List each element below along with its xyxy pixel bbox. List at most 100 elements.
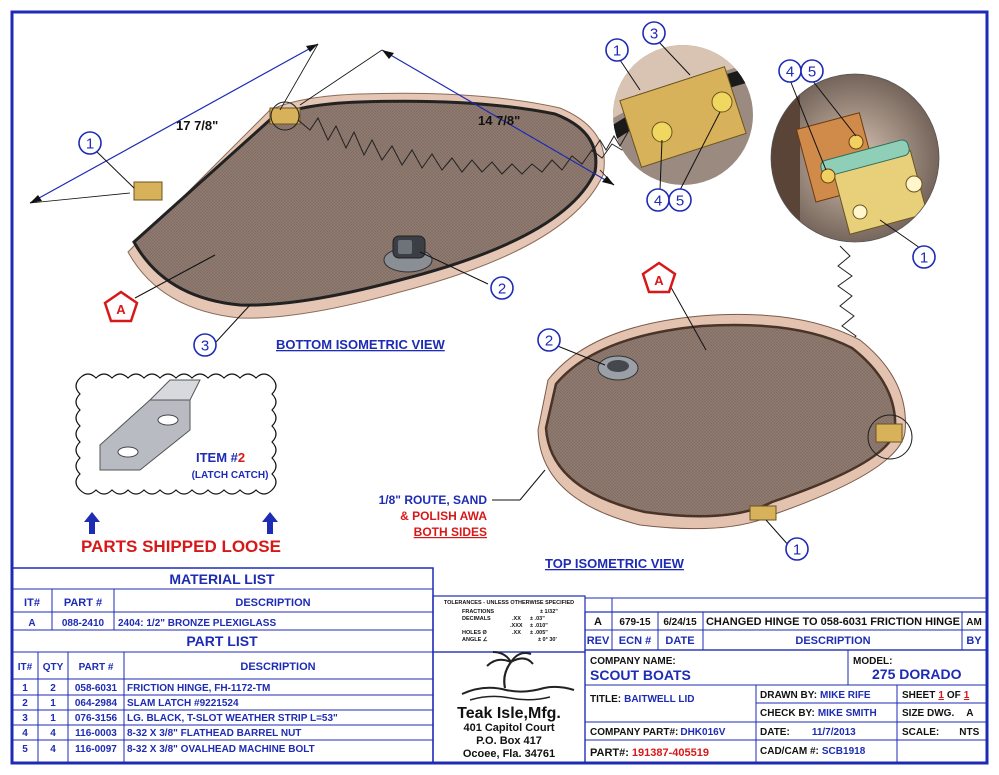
svg-text:AM: AM: [966, 617, 982, 628]
svg-text:1: 1: [613, 43, 621, 60]
svg-text:2: 2: [50, 683, 56, 694]
table-row: 2 1 064-2984 SLAM LATCH #9221524: [22, 698, 239, 709]
bottom-view-label: BOTTOM ISOMETRIC VIEW: [276, 337, 445, 352]
ml-cell: 088-2410: [62, 618, 105, 629]
ml-header-it: IT#: [24, 597, 40, 609]
date: DATE:11/7/2013: [760, 727, 856, 738]
svg-text:HOLES Ø: HOLES Ø: [462, 630, 487, 636]
svg-text:4: 4: [786, 64, 794, 81]
callout-4-detail1: 4: [646, 188, 670, 212]
ml-header-part: PART #: [64, 597, 102, 609]
svg-text:.XXX: .XXX: [510, 623, 523, 629]
model-label: MODEL:: [853, 656, 892, 667]
svg-text:CHANGED HINGE TO 058-6031 FRIC: CHANGED HINGE TO 058-6031 FRICTION HINGE: [706, 616, 960, 628]
parts-shipped-loose-label: PARTS SHIPPED LOOSE: [81, 537, 281, 556]
company-part: COMPANY PART#:DHK016V: [590, 727, 726, 738]
svg-text:116-0003: 116-0003: [75, 728, 117, 739]
callout-2-bottom: 2: [490, 276, 514, 300]
part-list-rows: 1 2 058-6031 FRICTION HINGE, FH-1172-TM …: [22, 683, 338, 755]
company-block: Teak Isle,Mfg. 401 Capitol Court P.O. Bo…: [432, 651, 586, 764]
svg-text:LG. BLACK, T-SLOT WEATHER STRI: LG. BLACK, T-SLOT WEATHER STRIP L=53": [127, 713, 338, 724]
revision-block: A 679-15 6/24/15 CHANGED HINGE TO 058-60…: [584, 597, 988, 651]
tolerances-block: TOLERANCES - UNLESS OTHERWISE SPECIFIED …: [432, 595, 586, 653]
svg-text:REV: REV: [587, 635, 610, 647]
check-by: CHECK BY:MIKE SMITH: [760, 708, 877, 719]
callout-1-top: 1: [785, 537, 809, 561]
bottom-isometric-view: 17 7/8" 14 7/8" 1 2 3 A BOTTOM ISOMETRIC…: [29, 43, 633, 357]
svg-text:064-2984: 064-2984: [75, 698, 118, 709]
table-row: 1 2 058-6031 FRICTION HINGE, FH-1172-TM: [22, 683, 270, 694]
callout-5-detail2: 5: [800, 59, 824, 83]
svg-text:± 1/32": ± 1/32": [540, 609, 558, 615]
callout-3-bottom: 3: [193, 333, 217, 357]
svg-text:A: A: [654, 273, 664, 288]
callout-2-top: 2: [537, 328, 561, 352]
arrow-up-icon: [84, 512, 100, 534]
svg-text:± .03": ± .03": [530, 616, 545, 622]
svg-text:DESCRIPTION: DESCRIPTION: [795, 635, 870, 647]
svg-text:1: 1: [50, 713, 56, 724]
tolerances-title: TOLERANCES - UNLESS OTHERWISE SPECIFIED: [444, 600, 574, 606]
svg-text:ECN #: ECN #: [619, 635, 651, 647]
svg-text:A: A: [594, 616, 602, 628]
svg-text:5: 5: [676, 193, 684, 210]
top-view-label: TOP ISOMETRIC VIEW: [545, 556, 685, 571]
scale: SCALE:NTS: [902, 727, 980, 738]
company-name: SCOUT BOATS: [590, 667, 691, 683]
ml-cell: A: [28, 618, 35, 629]
drawn-by: DRAWN BY:MIKE RIFE: [760, 690, 871, 701]
part-list-title: PART LIST: [186, 633, 258, 649]
svg-text:5: 5: [22, 744, 28, 755]
table-row: 4 4 116-0003 8-32 X 3/8" FLATHEAD BARREL…: [22, 728, 301, 739]
dimension-width: 14 7/8": [478, 113, 520, 128]
svg-text:1: 1: [920, 250, 928, 267]
svg-text:BY: BY: [966, 635, 982, 647]
svg-text:1: 1: [86, 136, 94, 153]
material-list: MATERIAL LIST IT# PART # DESCRIPTION A 0…: [11, 567, 434, 764]
svg-text:FRICTION HINGE, FH-1172-TM: FRICTION HINGE, FH-1172-TM: [127, 683, 270, 694]
dimension-length: 17 7/8": [176, 118, 218, 133]
route-note-line3: BOTH SIDES: [414, 525, 487, 539]
model-value: 275 DORADO: [872, 666, 962, 682]
item-description: (LATCH CATCH): [192, 470, 269, 481]
svg-text:3: 3: [650, 26, 658, 43]
svg-text:1: 1: [793, 542, 801, 559]
loose-parts-panel: ITEM #2 (LATCH CATCH) PARTS SHIPPED LOOS…: [75, 373, 281, 556]
company-name-label: COMPANY NAME:: [590, 656, 676, 667]
title-block: COMPANY NAME: SCOUT BOATS MODEL: 275 DOR…: [584, 649, 988, 764]
section-marker-a-top: A: [641, 261, 677, 294]
company-address-2: P.O. Box 417: [476, 735, 542, 747]
callout-1-detail2: 1: [912, 245, 936, 269]
svg-text:ANGLE ∠: ANGLE ∠: [462, 636, 488, 643]
svg-text:DATE: DATE: [665, 635, 694, 647]
svg-text:2: 2: [22, 698, 28, 709]
top-isometric-view: 2 1 A 1/8" ROUTE, SAND & POLISH AWA BOTH…: [379, 261, 913, 571]
svg-text:5: 5: [808, 64, 816, 81]
revision-headers: REV ECN # DATE DESCRIPTION BY: [587, 635, 983, 647]
svg-text:679-15: 679-15: [619, 617, 651, 628]
svg-text:FRACTIONS: FRACTIONS: [462, 609, 494, 615]
part-number: PART#:191387-405519: [590, 747, 709, 759]
pl-header: QTY: [43, 662, 64, 673]
company-address-3: Ocoee, Fla. 34761: [463, 748, 555, 760]
svg-text:SLAM LATCH #9221524: SLAM LATCH #9221524: [127, 698, 239, 709]
svg-text:4: 4: [22, 728, 28, 739]
pl-header: IT#: [18, 662, 33, 673]
svg-text:6/24/15: 6/24/15: [663, 617, 697, 628]
svg-text:DECIMALS: DECIMALS: [462, 616, 491, 622]
svg-text:4: 4: [50, 728, 56, 739]
svg-text:116-0097: 116-0097: [75, 744, 117, 755]
ml-cell: 2404: 1/2" BRONZE PLEXIGLASS: [118, 618, 276, 629]
svg-text:1: 1: [22, 683, 28, 694]
arrow-up-icon: [262, 512, 278, 534]
detail-hinge-bottom: 1 3 4 5: [591, 21, 753, 212]
ml-header-desc: DESCRIPTION: [235, 597, 310, 609]
svg-text:.XX: .XX: [512, 630, 521, 636]
svg-text:A: A: [116, 302, 126, 317]
pl-header: PART #: [79, 662, 114, 673]
table-row: 5 4 116-0097 8-32 X 3/8" OVALHEAD MACHIN…: [22, 744, 315, 755]
section-marker-a-bottom: A: [103, 290, 139, 323]
item-label: ITEM #2: [196, 450, 245, 465]
